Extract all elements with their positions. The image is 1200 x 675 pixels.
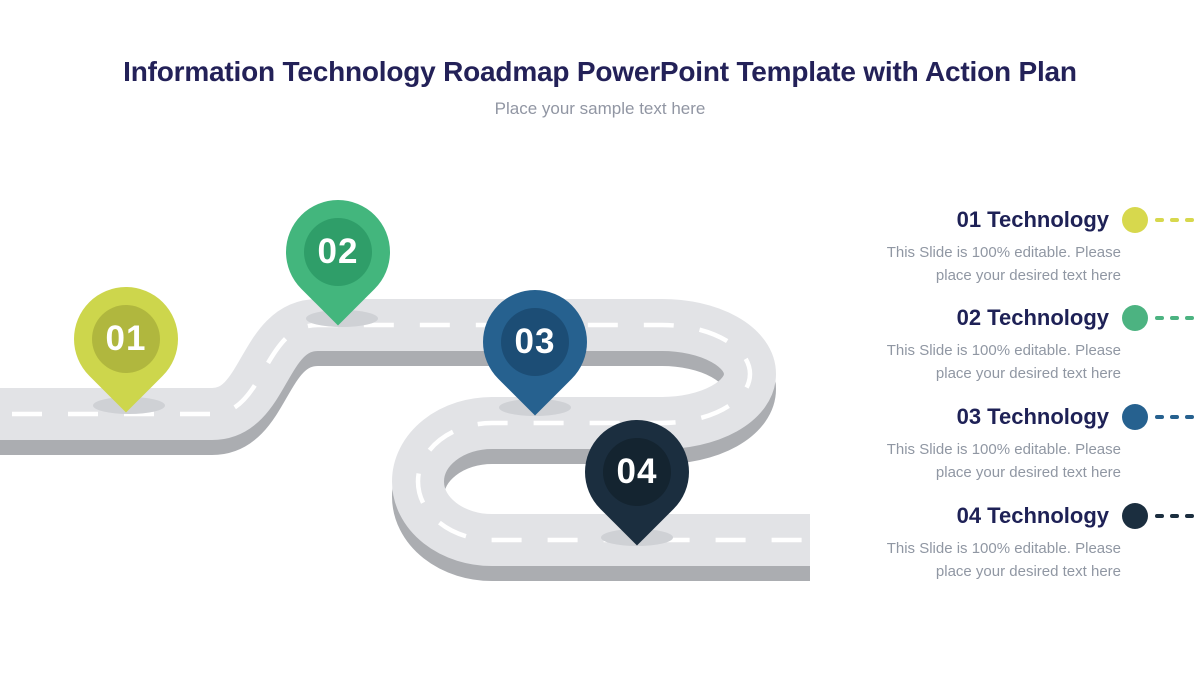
legend-head: 02 Technology (840, 303, 1200, 333)
legend-dash-line (1155, 514, 1200, 518)
legend-title: 03 Technology (956, 404, 1109, 429)
legend-dash-line (1155, 316, 1200, 320)
pin-number: 02 (317, 232, 359, 271)
slide-header: Information Technology Roadmap PowerPoin… (0, 56, 1200, 119)
legend-description: This Slide is 100% editable. Please plac… (886, 441, 1121, 481)
legend-title: 04 Technology (956, 503, 1109, 528)
dash-icon (1185, 316, 1194, 320)
map-pin-02: 02 (264, 178, 412, 326)
legend-title: 01 Technology (956, 207, 1109, 232)
pin-inner-circle: 01 (92, 305, 160, 373)
pin-inner-circle: 03 (501, 308, 569, 376)
legend-description: This Slide is 100% editable. Please plac… (886, 342, 1121, 382)
map-pin-01: 01 (52, 265, 200, 413)
slide-title: Information Technology Roadmap PowerPoin… (123, 56, 1077, 87)
legend-item-04: 04 Technology This Slide is 100% editabl… (840, 501, 1200, 583)
dash-icon (1185, 415, 1194, 419)
dash-icon (1170, 218, 1179, 222)
legend-item-01: 01 Technology This Slide is 100% editabl… (840, 205, 1200, 287)
legend-description: This Slide is 100% editable. Please plac… (886, 540, 1121, 580)
location-pin-icon: 04 (563, 398, 711, 546)
dash-icon (1170, 514, 1179, 518)
location-pin-icon: 03 (461, 268, 609, 416)
pin-inner-circle: 02 (304, 218, 372, 286)
legend-description: This Slide is 100% editable. Please plac… (886, 244, 1121, 284)
legend-head: 04 Technology (840, 501, 1200, 531)
dash-icon (1155, 316, 1164, 320)
dash-icon (1185, 218, 1194, 222)
road-centerline (0, 322, 810, 543)
legend-head: 01 Technology (840, 205, 1200, 235)
dash-icon (1155, 415, 1164, 419)
slide-subtitle: Place your sample text here (494, 99, 706, 118)
dash-icon (1170, 415, 1179, 419)
map-pin-03: 03 (461, 268, 609, 416)
pin-inner-circle: 04 (603, 438, 671, 506)
pin-number: 01 (105, 319, 147, 358)
legend-item-03: 03 Technology This Slide is 100% editabl… (840, 402, 1200, 484)
legend-title: 02 Technology (956, 305, 1109, 330)
map-pin-04: 04 (563, 398, 711, 546)
legend-dash-line (1155, 415, 1200, 419)
legend-dot-icon (1122, 305, 1148, 331)
location-pin-icon: 02 (264, 178, 412, 326)
legend-dot-icon (1122, 404, 1148, 430)
legend-dot-icon (1122, 207, 1148, 233)
dash-icon (1155, 514, 1164, 518)
legend-dash-line (1155, 218, 1200, 222)
dash-icon (1170, 316, 1179, 320)
pin-number: 04 (616, 452, 658, 491)
legend-item-02: 02 Technology This Slide is 100% editabl… (840, 303, 1200, 385)
dash-icon (1185, 514, 1194, 518)
dash-icon (1155, 218, 1164, 222)
legend-dot-icon (1122, 503, 1148, 529)
location-pin-icon: 01 (52, 265, 200, 413)
pin-number: 03 (514, 322, 556, 361)
legend-head: 03 Technology (840, 402, 1200, 432)
